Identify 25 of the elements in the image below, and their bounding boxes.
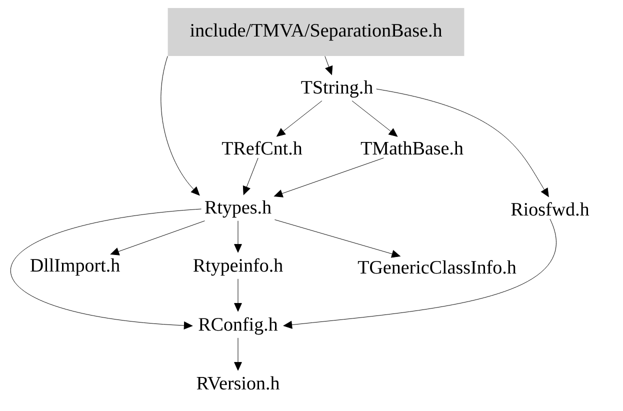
file-label: RVersion.h: [196, 376, 280, 390]
arrow: [274, 219, 400, 258]
arrow: [376, 88, 549, 197]
file-label: DllImport.h: [30, 258, 120, 276]
arrow: [276, 100, 322, 137]
file-label: TMathBase.h: [360, 141, 464, 155]
file-label: Riosfwd.h: [511, 202, 590, 216]
file-box: include/TMVA/SeparationBase.h: [168, 8, 464, 56]
file-label: Rtypes.h: [205, 200, 272, 218]
file-label: TString.h: [301, 80, 373, 98]
arrow: [234, 220, 242, 253]
arrow: [160, 56, 200, 196]
file-label: RConfig.h: [198, 317, 278, 335]
file-label: TGenericClassInfo.h: [358, 260, 516, 274]
arrow: [110, 220, 205, 256]
file-label: Rtypeinfo.h: [193, 258, 283, 276]
arrow: [234, 338, 242, 371]
file-label: TRefCnt.h: [222, 141, 302, 155]
arrow: [242, 158, 258, 195]
arrow: [234, 278, 242, 312]
arrow: [10, 208, 202, 330]
arrow: [274, 158, 384, 198]
arrow: [283, 218, 556, 329]
arrow: [352, 100, 398, 137]
arrow: [324, 56, 333, 75]
